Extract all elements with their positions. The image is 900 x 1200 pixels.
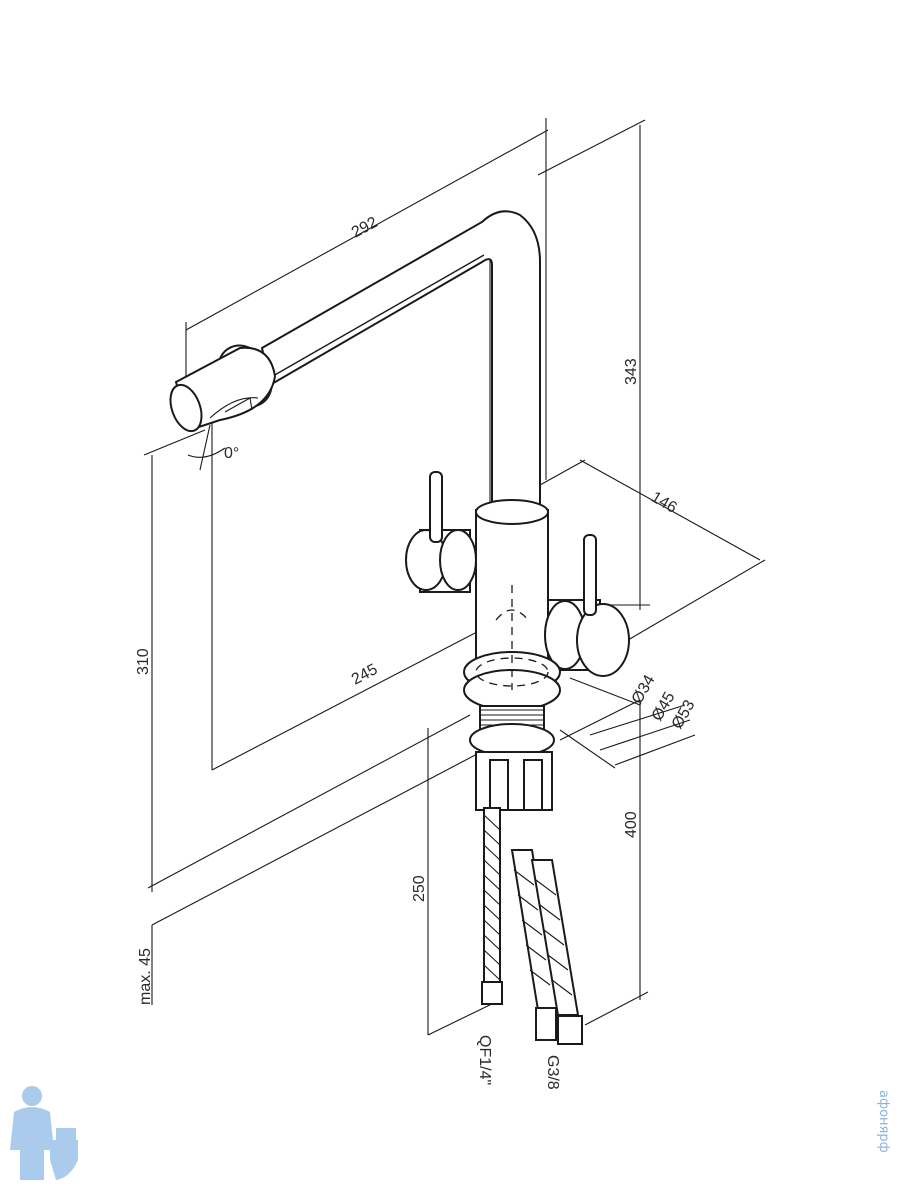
plumber-logo bbox=[10, 1086, 78, 1180]
spout-height-label: 343 bbox=[623, 358, 640, 385]
reach-label: 292 bbox=[349, 214, 381, 242]
faucet-hoses bbox=[481, 807, 583, 1045]
hose-length-label: 400 bbox=[623, 811, 640, 838]
faucet-spout bbox=[169, 210, 541, 521]
faucet-body bbox=[405, 471, 630, 811]
dimension-lines bbox=[143, 118, 766, 1036]
main-hose-label: G3/8 bbox=[544, 1055, 561, 1090]
hose-short-label: 250 bbox=[411, 875, 428, 902]
watermark-text: афонярф bbox=[876, 1090, 891, 1153]
rotation-label: 0° bbox=[224, 445, 239, 462]
diameter-34-label: Ø34 bbox=[629, 672, 659, 707]
filter-hose-label: QF1/4" bbox=[476, 1035, 493, 1085]
rotation-indicator bbox=[187, 424, 226, 471]
counter-thickness-label: max. 45 bbox=[137, 948, 154, 1005]
total-height-label: 310 bbox=[135, 648, 152, 675]
